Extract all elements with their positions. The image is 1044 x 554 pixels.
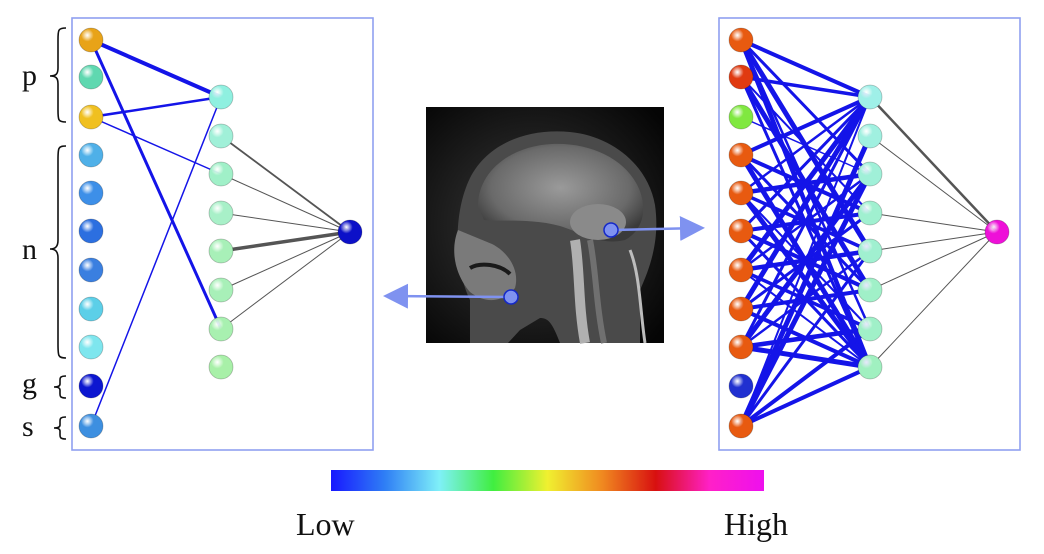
- left-hidden-node: [208, 84, 234, 110]
- left-edge-h5-out: [220, 231, 351, 291]
- group-label-n: n: [22, 233, 37, 266]
- right-network: [728, 27, 1010, 439]
- right-edge-in3-h0: [739, 95, 872, 157]
- left-network: [78, 27, 363, 439]
- group-brace-p: [49, 27, 67, 123]
- right-edge-in0-h0: [739, 38, 872, 99]
- arrow-to-left-panel: [383, 283, 519, 309]
- right-edge-in6-h7: [740, 269, 871, 368]
- group-label-s: s: [22, 410, 34, 443]
- right-edge-in8-h7: [738, 344, 873, 370]
- right-edge-in5-h0: [739, 95, 872, 233]
- brain-mri-image: [426, 107, 664, 344]
- left-input-node: [78, 104, 104, 130]
- left-edge-in2-h2: [90, 116, 222, 175]
- right-input-node: [728, 334, 754, 360]
- left-input-node: [78, 27, 104, 53]
- right-edge-h3-out: [869, 212, 998, 233]
- left-edge-h3-out: [220, 212, 351, 233]
- right-input-node: [728, 218, 754, 244]
- arrow-to-right-panel: [603, 215, 705, 241]
- right-edge-in8-h0: [739, 95, 872, 349]
- right-edge-in1-h0: [740, 76, 871, 98]
- left-edge-in10-h0: [90, 96, 222, 427]
- left-input-node: [78, 142, 104, 168]
- left-input-node: [78, 334, 104, 360]
- colorbar: [331, 470, 764, 491]
- left-input-node: [78, 180, 104, 206]
- right-hidden-node: [857, 200, 883, 226]
- left-hidden-node: [208, 238, 234, 264]
- left-input-node: [78, 257, 104, 283]
- right-input-node: [728, 257, 754, 283]
- right-edge-h1-out: [869, 135, 998, 233]
- left-edge-h1-out: [220, 135, 351, 233]
- right-edge-in10-h6: [739, 327, 872, 428]
- colorbar-low-label: Low: [296, 506, 355, 542]
- left-edge-in2-h0: [89, 95, 223, 119]
- group-label-g: g: [22, 367, 37, 400]
- right-input-node: [728, 64, 754, 90]
- group-brace-s: [53, 416, 67, 440]
- right-edge-in10-h0: [740, 96, 871, 427]
- colorbar-high-label: High: [724, 506, 788, 542]
- right-input-node: [728, 413, 754, 439]
- right-edge-in10-h4: [739, 249, 872, 428]
- left-hidden-node: [208, 161, 234, 187]
- left-edge-in0-h6: [89, 38, 223, 331]
- left-input-node: [78, 218, 104, 244]
- right-input-node: [728, 142, 754, 168]
- right-edge-in10-h1: [738, 133, 873, 429]
- right-edge-h5-out: [869, 231, 998, 291]
- left-edge-in0-h0: [89, 38, 223, 99]
- right-hidden-node: [857, 123, 883, 149]
- left-hidden-node: [208, 200, 234, 226]
- right-output-node: [984, 219, 1010, 245]
- right-hidden-node: [857, 316, 883, 342]
- right-edge-in2-h2: [740, 116, 871, 175]
- right-hidden-node: [857, 354, 883, 380]
- left-hidden-node: [208, 123, 234, 149]
- right-edge-h7-out: [869, 231, 998, 368]
- left-hidden-node: [208, 354, 234, 380]
- right-edge-in10-h7: [739, 365, 872, 428]
- group-label-p: p: [22, 59, 37, 92]
- left-edge-h4-out: [219, 230, 352, 253]
- left-edge-h2-out: [220, 173, 351, 233]
- right-hidden-node: [857, 161, 883, 187]
- right-edge-in10-h2: [738, 171, 873, 429]
- right-edge-h0-out: [868, 95, 999, 234]
- right-input-node: [728, 180, 754, 206]
- right-hidden-node: [857, 277, 883, 303]
- left-input-node: [78, 373, 104, 399]
- left-input-node: [78, 64, 104, 90]
- left-output-node: [337, 219, 363, 245]
- left-input-node: [78, 296, 104, 322]
- group-brace-g: [53, 375, 67, 399]
- right-input-node: [728, 27, 754, 53]
- right-hidden-node: [857, 84, 883, 110]
- right-input-node: [728, 104, 754, 130]
- right-edge-in7-h0: [738, 94, 873, 312]
- left-edge-h6-out: [220, 231, 351, 330]
- right-edge-h4-out: [869, 231, 998, 252]
- left-input-node: [78, 413, 104, 439]
- right-hidden-node: [857, 238, 883, 264]
- group-brace-n: [49, 145, 67, 359]
- left-hidden-node: [208, 277, 234, 303]
- right-edge-in6-h0: [738, 94, 873, 273]
- right-input-node: [728, 296, 754, 322]
- right-input-node: [728, 373, 754, 399]
- left-hidden-node: [208, 316, 234, 342]
